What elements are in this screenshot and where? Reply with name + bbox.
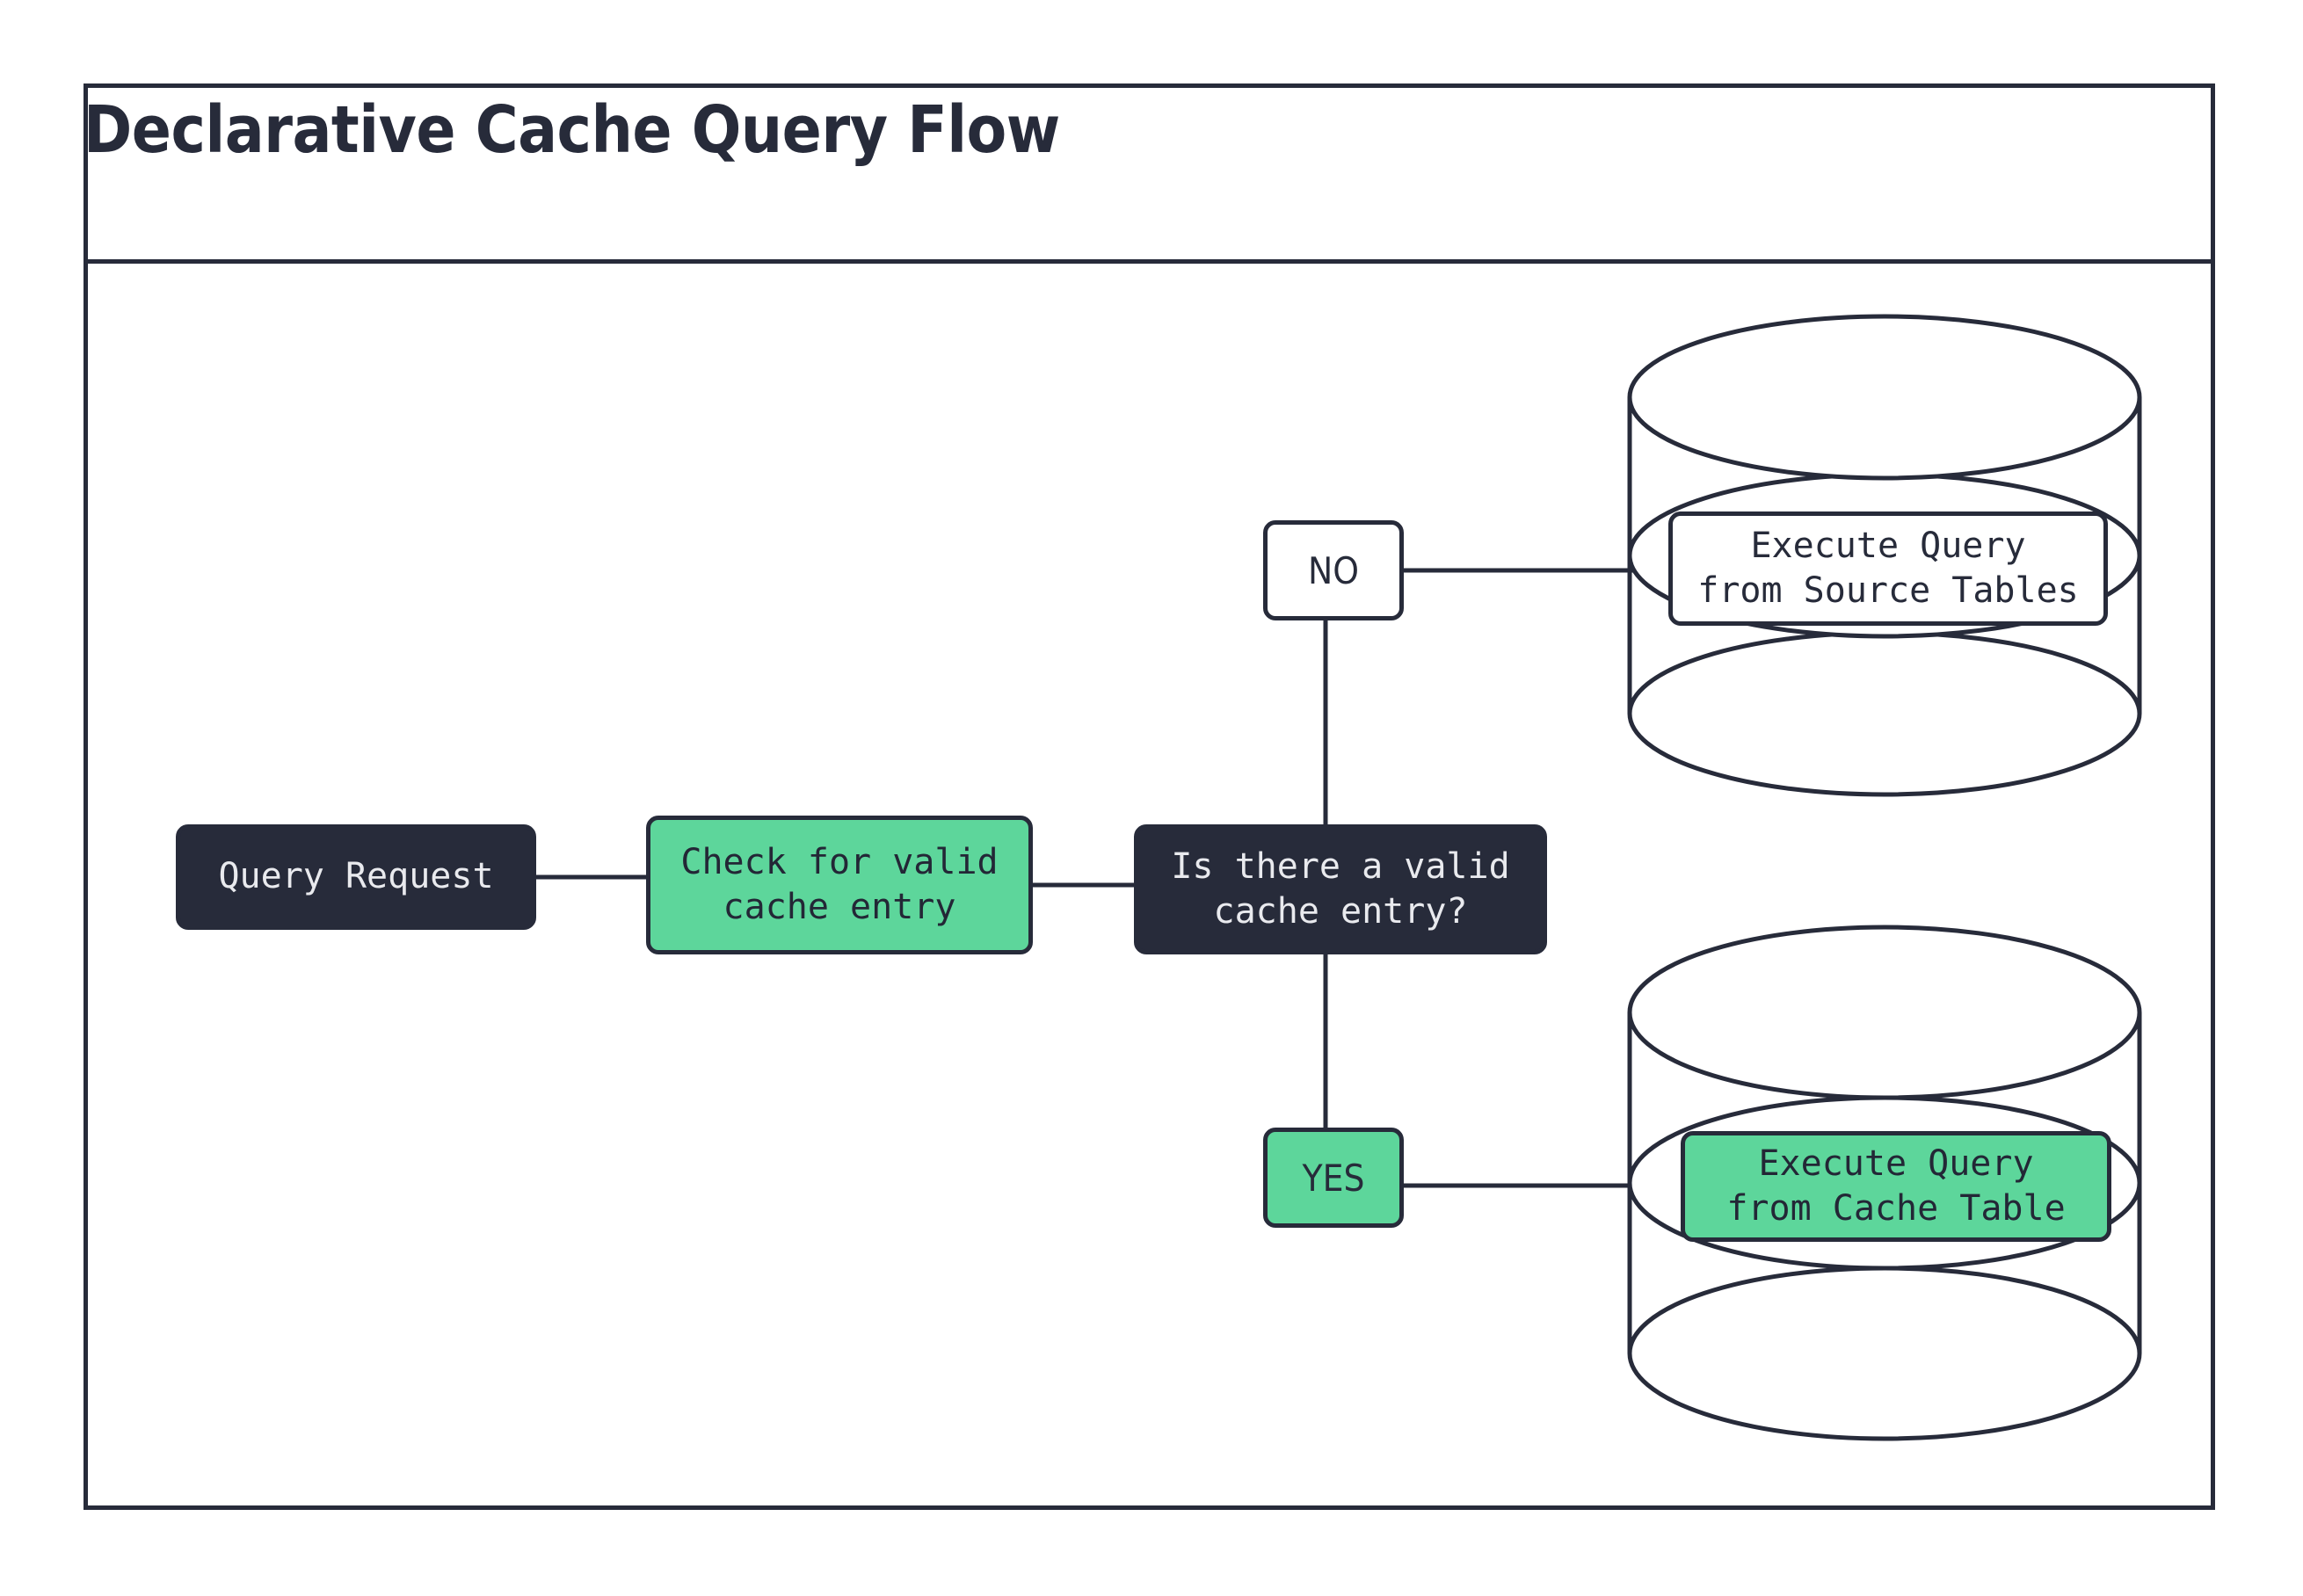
node-execute-query-from-source-tables[interactable]: Execute Query from Source Tables [1668,511,2108,626]
page-title: Declarative Cache Query Flow [84,92,1060,168]
node-check-for-valid-cache-entry[interactable]: Check for valid cache entry [646,816,1033,954]
diagram-header [88,88,2211,264]
branch-label-yes[interactable]: YES [1263,1128,1404,1228]
node-execute-query-from-cache-table[interactable]: Execute Query from Cache Table [1681,1131,2111,1242]
branch-label-no[interactable]: NO [1263,520,1404,620]
node-query-request[interactable]: Query Request [176,824,536,930]
node-decision-valid-cache-entry[interactable]: Is there a valid cache entry? [1134,824,1547,954]
diagram-frame [84,83,2215,1510]
